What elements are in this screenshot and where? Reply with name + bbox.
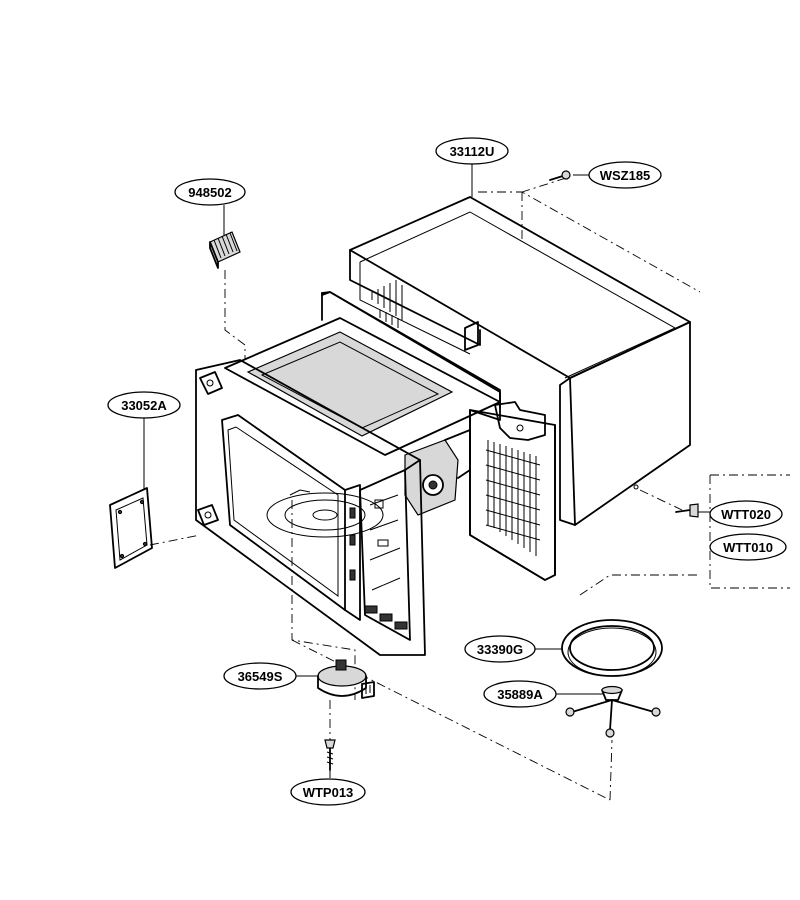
roller-guide-shape — [565, 685, 661, 738]
screw-WTP013-shape — [324, 739, 336, 771]
component-948502-shape — [209, 231, 241, 269]
callout-WTP013: WTP013 — [290, 778, 366, 806]
callout-label-948502: 948502 — [188, 185, 231, 200]
callout-label-36549S: 36549S — [238, 669, 283, 684]
callout-label-WTT010: WTT010 — [723, 540, 773, 555]
callout-label-33390G: 33390G — [477, 642, 523, 657]
callout-33052A: 33052A — [107, 391, 181, 419]
callout-948502: 948502 — [174, 178, 246, 206]
outer-cabinet — [349, 196, 691, 526]
side-panel — [321, 291, 556, 581]
screw-WTT-shape — [675, 503, 699, 518]
leader-lines — [143, 163, 712, 778]
callout-label-33112U: 33112U — [450, 144, 495, 159]
turntable-motor-shape — [317, 659, 375, 699]
inner-chassis — [224, 291, 556, 641]
callout-33390G: 33390G — [464, 635, 536, 663]
cabinet-vent-slots — [371, 280, 403, 328]
glass-tray-shape — [561, 619, 663, 677]
callout-label-WSZ185: WSZ185 — [600, 168, 651, 183]
callout-36549S: 36549S — [223, 662, 297, 690]
callout-label-WTP013: WTP013 — [303, 785, 354, 800]
callout-label-33052A: 33052A — [121, 398, 167, 413]
callout-label-35889A: 35889A — [497, 687, 543, 702]
screw-WSZ185-shape — [549, 170, 571, 181]
callout-WTT010: WTT010 — [709, 533, 787, 561]
wtt-group-bracket — [709, 474, 790, 589]
callout-35889A: 35889A — [483, 680, 557, 708]
callout-33112U: 33112U — [435, 137, 509, 165]
vent-grid — [485, 440, 541, 556]
front-frame — [195, 359, 426, 656]
callouts: 33112U WSZ185 948502 33052A WTT020 WTT01… — [107, 137, 787, 806]
callout-WSZ185: WSZ185 — [588, 161, 662, 189]
cover-plate-33052A-shape — [109, 487, 153, 569]
callout-WTT020: WTT020 — [709, 500, 783, 528]
callout-label-WTT020: WTT020 — [721, 507, 771, 522]
